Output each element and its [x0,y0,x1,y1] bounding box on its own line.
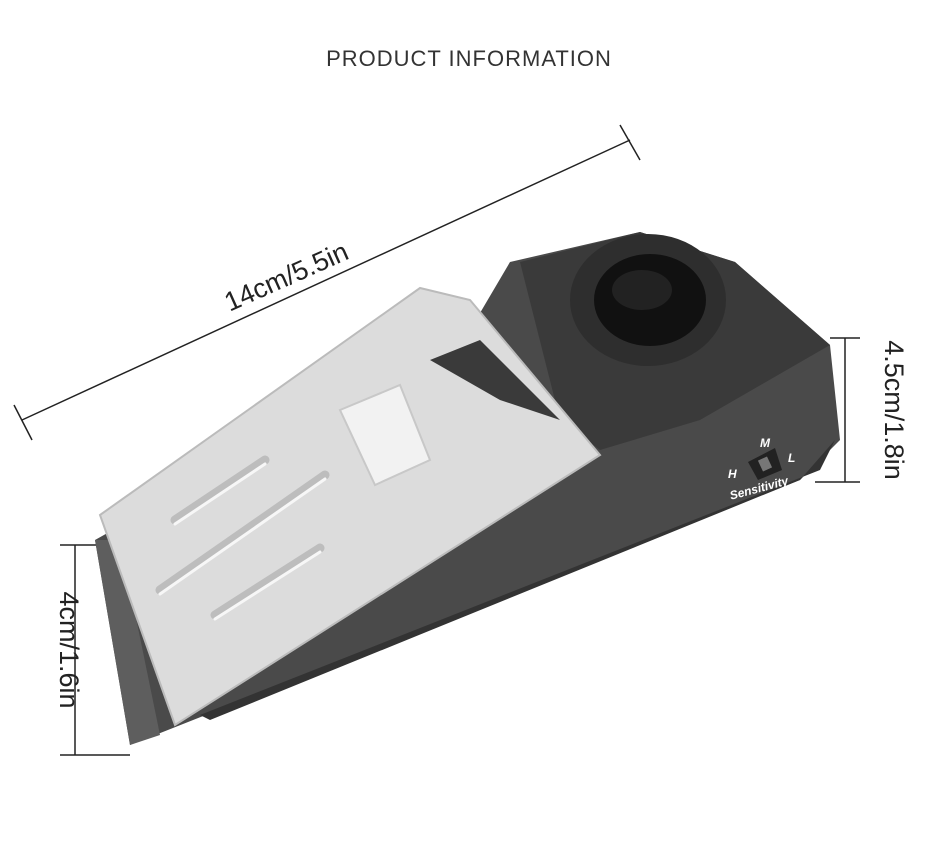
height-dimension [815,337,860,483]
switch-high-label: H [728,467,737,481]
plate-grooves [155,455,330,620]
door-stop-alarm [95,232,840,745]
width-label: 4cm/1.6in [54,591,84,708]
height-label: 4.5cm/1.8in [879,340,909,480]
page-title: PRODUCT INFORMATION [326,46,612,71]
switch-low-label: L [788,451,795,465]
length-dimension [13,124,641,441]
switch-medium-label: M [760,436,771,450]
metal-plate [98,286,602,727]
sensitivity-switch[interactable] [748,448,782,480]
width-dimension [60,544,130,756]
